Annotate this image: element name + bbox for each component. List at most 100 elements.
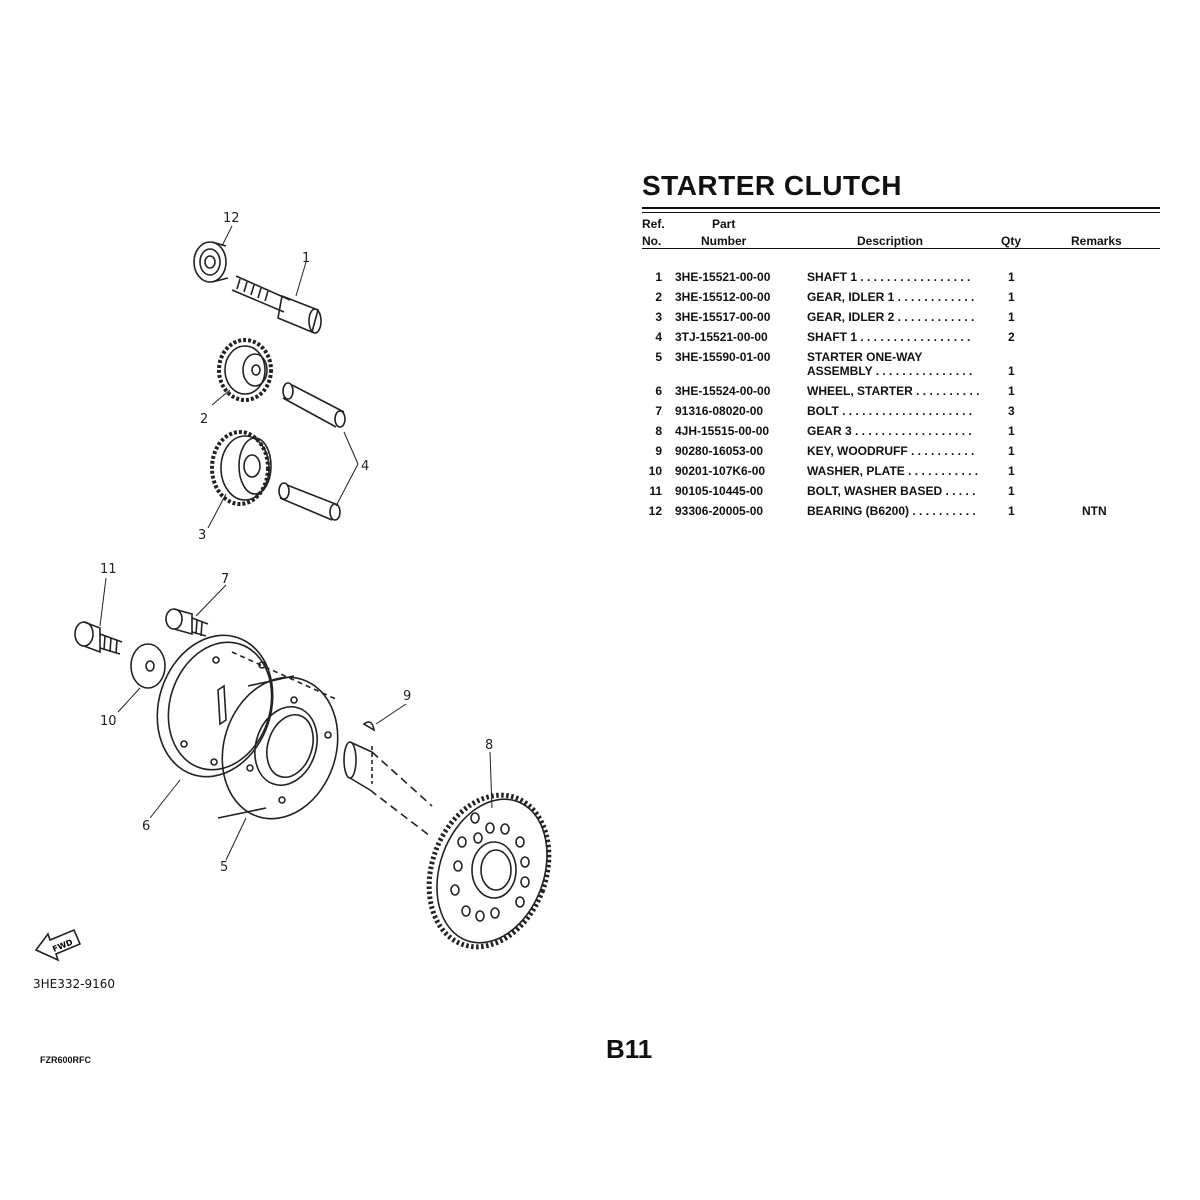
callout-7: 7 xyxy=(221,572,229,587)
idler-gear-part-2 xyxy=(217,338,273,402)
ref-no: 10 xyxy=(648,464,662,478)
callout-5: 5 xyxy=(220,860,228,875)
ref-no: 4 xyxy=(655,330,662,344)
quantity: 1 xyxy=(1008,310,1015,324)
callout-6: 6 xyxy=(142,819,150,834)
ref-no: 7 xyxy=(655,404,662,418)
ref-no: 11 xyxy=(649,484,662,498)
table-row: 12 93306-20005-00 BEARING (B6200) . . . … xyxy=(642,504,1160,524)
quantity: 1 xyxy=(1008,384,1015,398)
table-row: 4 3TJ-15521-00-00 SHAFT 1 . . . . . . . … xyxy=(642,330,1160,350)
ref-no: 8 xyxy=(655,424,662,438)
part-number: 3HE-15524-00-00 xyxy=(675,384,771,398)
part-number: 4JH-15515-00-00 xyxy=(675,424,770,438)
pins-part-4 xyxy=(278,382,346,521)
part-number: 91316-08020-00 xyxy=(675,404,764,418)
callout-8: 8 xyxy=(485,738,493,753)
leader-lines xyxy=(99,225,493,861)
woodruff-key-part-9 xyxy=(362,721,376,784)
description: WHEEL, STARTER . . . . . . . . . . xyxy=(807,384,980,398)
part-number: 93306-20005-00 xyxy=(675,504,764,518)
parts-list: 1 3HE-15521-00-00 SHAFT 1 . . . . . . . … xyxy=(642,270,1160,524)
table-row: 9 90280-16053-00 KEY, WOODRUFF . . . . .… xyxy=(642,444,1160,464)
remarks: NTN xyxy=(1082,504,1107,518)
ref-no: 3 xyxy=(655,310,662,324)
ref-no: 6 xyxy=(655,384,662,398)
table-row: 7 91316-08020-00 BOLT . . . . . . . . . … xyxy=(642,404,1160,424)
description-line1: STARTER ONE-WAY xyxy=(807,350,923,364)
ref-no: 1 xyxy=(655,270,662,284)
table-row: 6 3HE-15524-00-00 WHEEL, STARTER . . . .… xyxy=(642,384,1160,404)
quantity: 2 xyxy=(1008,330,1015,344)
page-title: STARTER CLUTCH xyxy=(642,170,903,201)
exploded-parts-diagram: 12 1 2 4 3 11 7 9 10 8 6 5 FWD xyxy=(34,211,552,962)
ref-no: 2 xyxy=(655,290,662,304)
page-code: B11 xyxy=(606,1034,653,1064)
header-rule xyxy=(642,248,1160,249)
crankshaft-stub xyxy=(343,741,433,837)
description: BOLT . . . . . . . . . . . . . . . . . .… xyxy=(807,404,973,418)
header-qty: Qty xyxy=(1001,234,1022,248)
quantity: 1 xyxy=(1008,504,1015,518)
part-number: 3HE-15517-00-00 xyxy=(675,310,771,324)
header-ref-line1: Ref. xyxy=(642,217,665,231)
table-row: 3 3HE-15517-00-00 GEAR, IDLER 2 . . . . … xyxy=(642,310,1160,330)
header-part-line2: Number xyxy=(701,234,747,248)
callout-2: 2 xyxy=(200,412,208,427)
header-part-line1: Part xyxy=(712,217,736,231)
quantity: 1 xyxy=(1008,444,1015,458)
part-number: 3HE-15521-00-00 xyxy=(675,270,771,284)
description: BEARING (B6200) . . . . . . . . . . xyxy=(807,504,976,518)
flange-bolt-part-11 xyxy=(74,621,123,655)
part-number: 90201-107K6-00 xyxy=(675,464,766,478)
title-rule xyxy=(642,207,1160,209)
idler-gear-part-3 xyxy=(210,430,272,506)
bolt-part-7 xyxy=(165,608,209,637)
description: SHAFT 1 . . . . . . . . . . . . . . . . … xyxy=(807,330,971,344)
shaft-part-1 xyxy=(231,275,322,334)
quantity: 1 xyxy=(1008,364,1015,378)
quantity: 1 xyxy=(1008,290,1015,304)
callout-12: 12 xyxy=(223,211,240,226)
one-way-clutch-part-5 xyxy=(217,675,339,820)
description: GEAR 3 . . . . . . . . . . . . . . . . .… xyxy=(807,424,972,438)
part-number: 3HE-15590-01-00 xyxy=(675,350,771,364)
part-number: 90105-10445-00 xyxy=(675,484,764,498)
table-row: 1 3HE-15521-00-00 SHAFT 1 . . . . . . . … xyxy=(642,270,1160,290)
quantity: 1 xyxy=(1008,424,1015,438)
description: WASHER, PLATE . . . . . . . . . . . xyxy=(807,464,979,478)
callout-3: 3 xyxy=(198,528,206,543)
model-code: FZR600RFC xyxy=(40,1055,92,1065)
description: GEAR, IDLER 2 . . . . . . . . . . . . xyxy=(807,310,975,324)
gear-part-8 xyxy=(426,792,552,950)
callout-11: 11 xyxy=(100,562,117,577)
quantity: 1 xyxy=(1008,270,1015,284)
diagram-code: 3HE332-9160 xyxy=(33,977,116,991)
header-remarks: Remarks xyxy=(1071,234,1122,248)
plate-washer-part-10 xyxy=(130,643,166,689)
starter-wheel-part-6 xyxy=(156,634,339,778)
part-number: 3HE-15512-00-00 xyxy=(675,290,771,304)
quantity: 1 xyxy=(1008,464,1015,478)
callout-4: 4 xyxy=(361,459,369,474)
callout-10: 10 xyxy=(100,714,117,729)
callout-1: 1 xyxy=(302,251,310,266)
bearing-part-12 xyxy=(193,241,229,283)
description: KEY, WOODRUFF . . . . . . . . . . xyxy=(807,444,975,458)
ref-no: 12 xyxy=(648,504,662,518)
table-row: 8 4JH-15515-00-00 GEAR 3 . . . . . . . .… xyxy=(642,424,1160,444)
description: SHAFT 1 . . . . . . . . . . . . . . . . … xyxy=(807,270,971,284)
title-rule-thin xyxy=(642,212,1160,213)
callout-9: 9 xyxy=(403,689,411,704)
description: BOLT, WASHER BASED . . . . . xyxy=(807,484,976,498)
part-number: 90280-16053-00 xyxy=(675,444,764,458)
header-ref-line2: No. xyxy=(642,234,662,248)
quantity: 3 xyxy=(1008,404,1015,418)
header-description: Description xyxy=(857,234,924,248)
description-line2: ASSEMBLY . . . . . . . . . . . . . . . xyxy=(807,364,973,378)
table-row: 11 90105-10445-00 BOLT, WASHER BASED . .… xyxy=(642,484,1160,504)
quantity: 1 xyxy=(1008,484,1015,498)
table-row: 10 90201-107K6-00 WASHER, PLATE . . . . … xyxy=(642,464,1160,484)
